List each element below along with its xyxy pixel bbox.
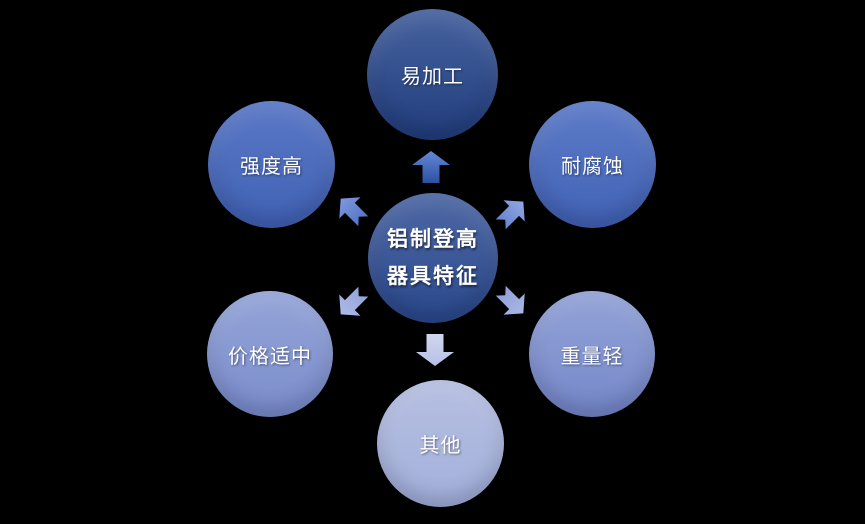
center-label-line1: 铝制登高 [387,228,479,251]
arrow-up-icon [412,151,450,183]
node-top-right: 耐腐蚀 [529,101,656,228]
arrow-upper-left-icon [329,187,375,233]
arrow-lower-right-icon [489,279,535,325]
node-bottom: 其他 [377,380,504,507]
node-label: 强度高 [240,156,303,178]
node-label: 价格适中 [228,345,312,368]
node-bottom-left: 价格适中 [207,291,333,417]
node-top-left: 强度高 [208,101,335,228]
node-bottom-right: 重量轻 [529,291,655,417]
center-label-line2: 器具特征 [387,265,479,288]
arrow-upper-right-icon [489,190,535,236]
node-label: 重量轻 [560,345,624,368]
node-top: 易加工 [367,9,498,140]
center-node-label: 铝制登高 器具特征 [387,221,479,295]
center-node: 铝制登高 器具特征 [368,193,498,323]
node-label: 耐腐蚀 [561,156,624,178]
arrow-lower-left-icon [329,280,375,326]
node-label: 易加工 [401,66,464,88]
node-label: 其他 [419,435,462,457]
arrow-down-icon [416,334,454,366]
